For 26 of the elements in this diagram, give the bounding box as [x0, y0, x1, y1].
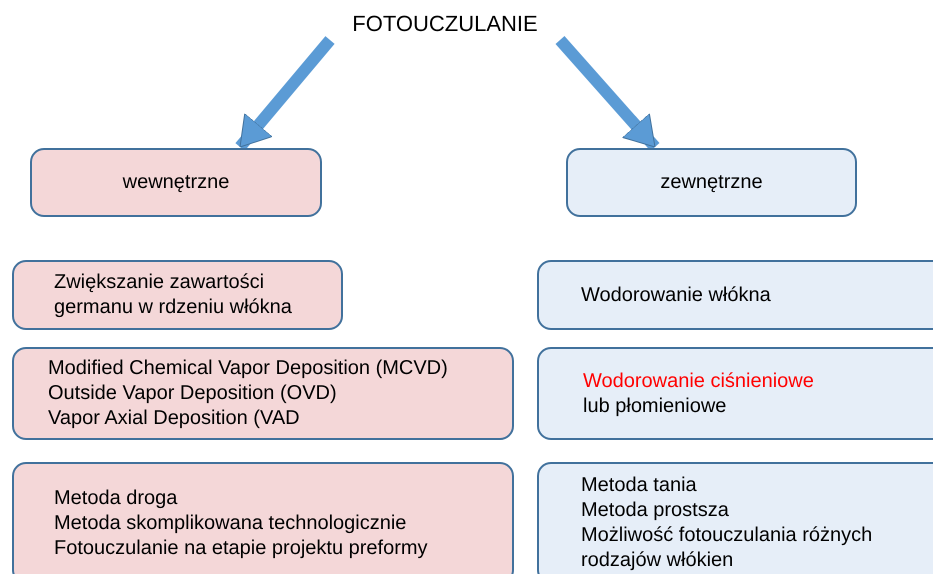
- node-text: wewnętrzne: [122, 170, 230, 195]
- node-text: Wodorowanie włókna: [581, 282, 772, 308]
- node-text: Fotouczulanie na etapie projektu preformy: [54, 536, 429, 560]
- node-text: Możliwość fotouczulania różnych rodzajów włókien: [581, 523, 874, 573]
- node-text: Metoda skomplikowana technologicznie: [54, 510, 408, 536]
- block-arrow: [235, 36, 335, 151]
- rounded-box: [30, 148, 322, 217]
- rounded-box: [12, 462, 514, 574]
- rounded-box: [537, 347, 933, 440]
- node-text: Metoda prostsza: [581, 498, 730, 523]
- node-text: Zwiększanie zawartości germanu w rdzeniu włókna: [54, 270, 293, 320]
- rounded-box: [12, 260, 343, 330]
- rounded-box: [537, 462, 933, 574]
- rounded-box: [12, 347, 514, 440]
- title-text: FOTOUCZULANIE: [351, 10, 539, 36]
- node-text: Vapor Axial Deposition (VAD: [48, 406, 301, 431]
- block-arrow: [556, 36, 660, 151]
- rounded-box: [537, 260, 933, 330]
- node-text: Modified Chemical Vapor Deposition (MCVD): [48, 356, 449, 381]
- node-text: zewnętrzne: [659, 170, 764, 195]
- node-text: lub płomieniowe: [583, 394, 728, 418]
- node-text: Metoda droga: [54, 486, 178, 510]
- rounded-box: [566, 148, 857, 217]
- node-text: Wodorowanie ciśnieniowe: [583, 368, 815, 394]
- node-text: Outside Vapor Deposition (OVD): [48, 381, 338, 406]
- node-text: Metoda tania: [581, 473, 698, 498]
